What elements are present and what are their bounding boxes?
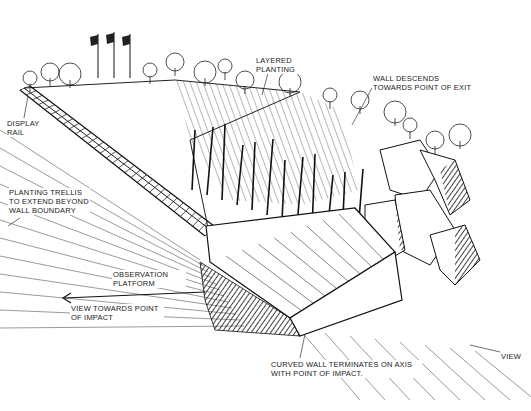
sketch-stroke (150, 184, 159, 192)
sketch-stroke (51, 109, 61, 114)
annotation-label: OBSERVATION PLATFORM (112, 270, 186, 288)
sketch-stroke (113, 156, 123, 163)
tree-canopy (218, 59, 232, 73)
annotation-label: WALL DESCENDS TOWARDS POINT OF EXIT (372, 74, 478, 92)
sketch-stroke (252, 142, 255, 210)
sketch-stroke (290, 88, 291, 96)
sketch-stroke (307, 226, 360, 274)
sketch-stroke (291, 232, 349, 281)
sketch-stroke (63, 119, 73, 124)
sketch-stroke (131, 170, 140, 178)
sketch-stroke (20, 86, 30, 90)
annotation-label: PLANTING TRELLIS TO EXTEND BEYOND WALL B… (8, 188, 90, 215)
sketch-stroke (207, 127, 213, 195)
sketch-stroke (76, 128, 86, 134)
sketch-stroke (0, 220, 220, 290)
sketch-stroke (282, 160, 285, 220)
tree-canopy (23, 71, 37, 85)
sketch-stroke (339, 214, 383, 259)
sketch-stroke (70, 80, 71, 88)
sketch-stroke (69, 123, 79, 129)
sketch-stroke (156, 189, 165, 197)
sketch-stroke (32, 95, 42, 99)
sketch-stroke (0, 326, 244, 328)
sketch-stroke (150, 76, 151, 84)
sketch-stroke (222, 124, 225, 200)
annotation-label: VIEW TOWARDS POINT OF IMPACT (70, 304, 164, 322)
sketch-stroke (94, 142, 104, 148)
sketch-stroke (45, 105, 55, 110)
sketch-stroke (267, 139, 273, 215)
sketch-stroke (435, 146, 436, 154)
sketch-stroke (175, 68, 176, 76)
sketch-stroke (237, 145, 243, 205)
sketch-stroke (100, 147, 110, 154)
tree-canopy (323, 88, 337, 102)
sketch-stroke (187, 212, 196, 221)
tree-canopy (143, 63, 157, 77)
sketch-stroke (0, 238, 224, 296)
annotation-label: DISPLAY RAIL (6, 119, 56, 137)
sketch-stroke (323, 220, 372, 267)
sketch-stroke (168, 198, 177, 207)
sketch-stroke (106, 151, 116, 158)
sketch-stroke (330, 101, 331, 109)
sketch-stroke (410, 131, 411, 139)
sketch-stroke (425, 345, 485, 400)
sketch-stroke (30, 84, 31, 92)
sketch-stroke (82, 133, 92, 139)
sketch-stroke (125, 165, 134, 172)
sketch-stroke (57, 114, 67, 119)
sketch-stroke (395, 118, 396, 126)
sketch-stroke (193, 217, 202, 227)
sketch-stroke (50, 78, 51, 86)
sketch-stroke (226, 256, 302, 311)
annotation-label: VIEW (500, 352, 528, 361)
sketch-stroke (143, 179, 152, 187)
tree-canopy (403, 118, 417, 132)
sketch-stroke (26, 91, 36, 95)
sketch-stroke (242, 250, 313, 303)
sketch-stroke (192, 130, 195, 190)
sketch-stroke (475, 351, 531, 400)
sketch-stroke (245, 86, 246, 94)
sketch-stroke (460, 141, 461, 149)
sketch-stroke (180, 207, 189, 216)
sketch-stroke (137, 175, 146, 183)
sketch-stroke (205, 78, 206, 86)
sketch-stroke (39, 100, 49, 105)
sketch-stroke (88, 137, 98, 143)
sketch-stroke (174, 203, 183, 212)
sketch-stroke (225, 72, 226, 80)
annotation-label: LAYERED PLANTING (255, 56, 321, 74)
sketch-stroke (162, 193, 171, 202)
sketch-stroke (119, 161, 128, 168)
annotation-label: CURVED WALL TERMINATES ON AXIS WITH POIN… (270, 360, 422, 378)
